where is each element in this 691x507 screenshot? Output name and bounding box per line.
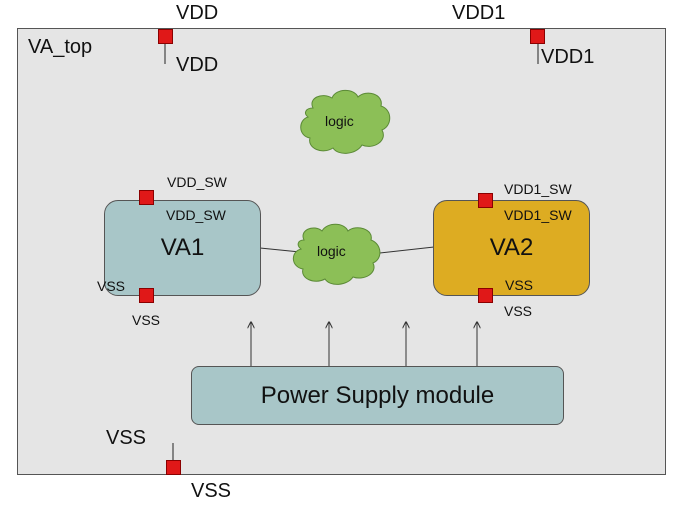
va2-vss-inner-label: VSS xyxy=(505,277,534,293)
va1-sw-inner-label: VDD_SW xyxy=(166,207,226,223)
vdd1-pin-inner-label: VDD1 xyxy=(541,46,595,68)
logic-top-label: logic xyxy=(325,113,354,129)
vdd-pin-inner-label: VDD xyxy=(176,54,219,76)
vdd-pad xyxy=(158,29,173,44)
vdd1-pad xyxy=(530,29,545,44)
va1-sw-outer-label: VDD_SW xyxy=(167,174,227,190)
logic-mid-label: logic xyxy=(317,243,346,259)
va1-logic-wire xyxy=(259,247,301,253)
vdd1-pin-outer-label: VDD1 xyxy=(452,2,506,24)
va2-sw-outer-label: VDD1_SW xyxy=(504,181,572,197)
va2-sw-pad xyxy=(478,193,493,208)
logic-cloud-top xyxy=(300,89,391,154)
va1-block: VA1 xyxy=(104,200,261,296)
power-supply-module: Power Supply module xyxy=(191,366,564,425)
logic-va2-wire xyxy=(379,246,435,254)
va1-vss-pad xyxy=(139,288,154,303)
vdd-pin-outer-label: VDD xyxy=(176,2,219,24)
va-top-label: VA_top xyxy=(28,36,93,58)
va2-block: VA2 xyxy=(433,200,590,296)
va2-label: VA2 xyxy=(489,234,534,261)
logic-cloud-mid xyxy=(292,223,381,285)
power-supply-label: Power Supply module xyxy=(260,381,495,409)
vss-pin-inner-label: VSS xyxy=(106,427,147,449)
vss-pin-outer-label: VSS xyxy=(191,480,232,502)
va2-sw-inner-label: VDD1_SW xyxy=(504,207,572,223)
va2-vss-pad xyxy=(478,288,493,303)
va2-vss-outer-label: VSS xyxy=(504,303,533,319)
va1-vss-outer-label: VSS xyxy=(132,312,161,328)
va1-label: VA1 xyxy=(160,234,205,261)
va1-vss-inner-label: VSS xyxy=(97,278,126,294)
vss-pad xyxy=(166,460,181,475)
va1-sw-pad xyxy=(139,190,154,205)
